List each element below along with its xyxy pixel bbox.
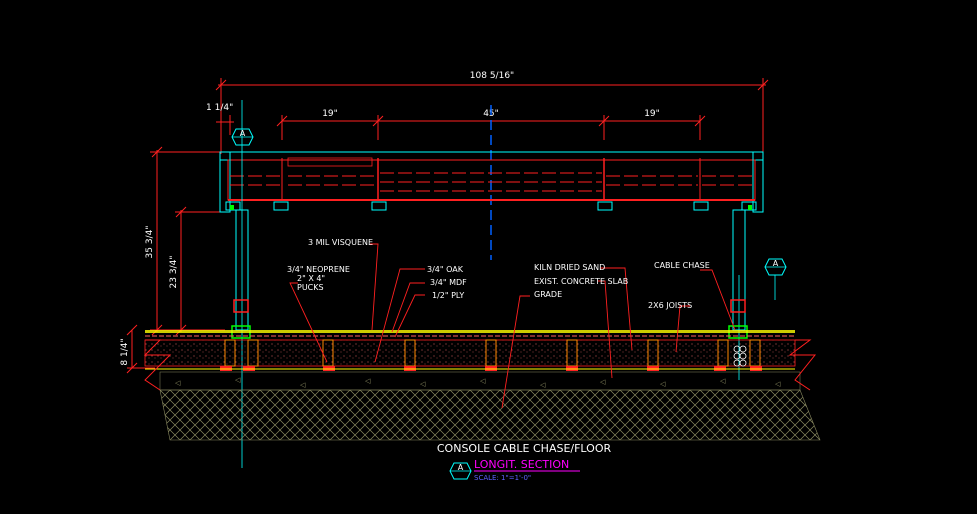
section-subtitle: LONGIT. SECTION	[474, 458, 569, 471]
svg-text:◁: ◁	[300, 381, 306, 389]
right-bay-text: 19"	[644, 109, 660, 119]
annotation-labels: 3 MIL VISQUENE 3/4" NEOPRENE 2" X 4" PUC…	[287, 238, 710, 310]
title-marker: A	[449, 462, 472, 480]
cable-chase-label: CABLE CHASE	[654, 261, 710, 270]
left-bay-text: 19"	[322, 109, 338, 119]
section-marker-right-letter: A	[773, 259, 779, 268]
scale-text: SCALE: 1"=1'-0"	[474, 474, 531, 482]
overall-dimension	[215, 78, 769, 154]
svg-text:◁: ◁	[420, 380, 426, 388]
svg-text:◁: ◁	[660, 380, 666, 388]
oak-label: 3/4" OAK	[427, 265, 464, 274]
drawing-title: CONSOLE CABLE CHASE/FLOOR	[437, 442, 612, 455]
section-marker-right: A	[764, 258, 787, 300]
title-marker-letter: A	[458, 463, 464, 472]
svg-text:◁: ◁	[480, 377, 486, 385]
slab-label: EXIST. CONCRETE SLAB	[534, 277, 628, 286]
leader-lines	[289, 243, 736, 409]
neoprene-label-3: PUCKS	[297, 283, 324, 292]
svg-text:◁: ◁	[720, 377, 726, 385]
edge-dimension-text: 1 1/4"	[206, 103, 233, 113]
section-marker-left: A	[231, 128, 254, 146]
svg-text:◁: ◁	[600, 378, 606, 386]
sand-label: KILN DRIED SAND	[534, 263, 605, 272]
floor-section: ◁ ◁ ◁ ◁ ◁ ◁ ◁ ◁ ◁ ◁ ◁	[143, 330, 821, 441]
visquene-label: 3 MIL VISQUENE	[308, 238, 373, 247]
svg-text:◁: ◁	[235, 376, 241, 384]
section-marker-left-letter: A	[240, 129, 246, 138]
mdf-label: 3/4" MDF	[430, 278, 467, 287]
neoprene-label-1: 3/4" NEOPRENE	[287, 265, 350, 274]
svg-text:◁: ◁	[775, 380, 781, 388]
total-height-text: 35 3/4"	[145, 226, 155, 259]
svg-text:◁: ◁	[365, 377, 371, 385]
ply-label: 1/2" PLY	[432, 291, 464, 300]
edge-dimension	[216, 95, 234, 135]
overall-dimension-text: 108 5/16"	[470, 71, 514, 81]
floor-height-text: 8 1/4"	[120, 338, 130, 365]
svg-text:◁: ◁	[540, 381, 546, 389]
svg-text:◁: ◁	[175, 379, 181, 387]
joists-label: 2X6 JOISTS	[648, 301, 692, 310]
console-top	[219, 151, 764, 213]
grade-label: GRADE	[534, 290, 562, 299]
neoprene-label-2: 2" X 4"	[297, 274, 325, 283]
upper-height-text: 23 3/4"	[169, 256, 179, 289]
